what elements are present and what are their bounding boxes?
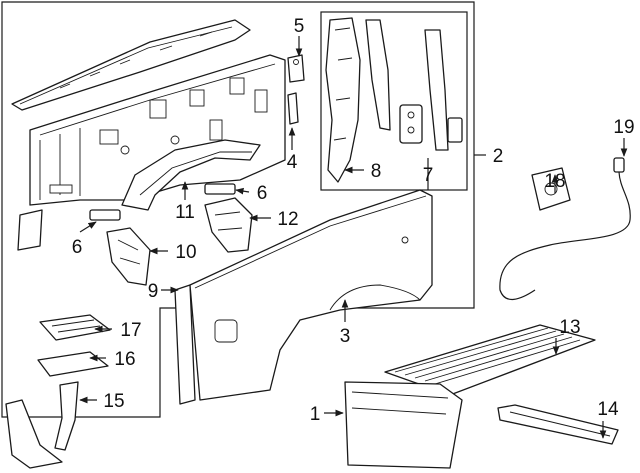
- pillar-8-part: [325, 17, 391, 183]
- callout-10: 10: [175, 242, 196, 263]
- bracket-15-part: [5, 381, 79, 469]
- callout-11: 11: [175, 202, 195, 223]
- assembly-2-frame: [1, 1, 475, 418]
- front-rail-part: [11, 19, 251, 111]
- bracket-18-part: [531, 167, 571, 211]
- callout-3: 3: [340, 326, 351, 347]
- callout-2: 2: [493, 146, 504, 167]
- bracket-10-part: [106, 227, 151, 286]
- side-trim-9-part: [174, 284, 196, 405]
- bracket-16-part: [37, 351, 109, 377]
- wheelhouse-11-part: [121, 139, 261, 211]
- callout-5: 5: [294, 16, 305, 37]
- tailgate-1-part: [344, 381, 463, 469]
- callout-4: 4: [287, 152, 298, 173]
- front-bed-panel-part: [29, 54, 286, 206]
- callout-17: 17: [120, 320, 141, 341]
- callout-6-upper: 6: [257, 183, 268, 204]
- callout-8: 8: [371, 161, 382, 182]
- wiring-harness-19-part: [499, 157, 631, 300]
- subassembly-7-frame: [320, 11, 468, 191]
- rear-sill-14-part: [497, 404, 619, 445]
- bracket-6-upper-part: [204, 183, 236, 195]
- bracket-5-part: [287, 54, 305, 83]
- insulator-pad-part: [17, 209, 43, 251]
- callout-9: 9: [148, 281, 159, 302]
- callout-19: 19: [613, 117, 634, 138]
- bracket-6-lower-part: [89, 209, 121, 221]
- callout-15: 15: [103, 391, 124, 412]
- subassembly-7-parts: [399, 29, 463, 151]
- callout-6-lower: 6: [72, 237, 83, 258]
- callout-7: 7: [423, 165, 434, 186]
- callout-1: 1: [310, 404, 321, 425]
- callout-18: 18: [544, 171, 565, 192]
- leader-6b: [79, 221, 97, 233]
- leader-6a: [235, 187, 250, 195]
- callout-13: 13: [559, 317, 580, 338]
- callout-14: 14: [597, 399, 619, 420]
- bracket-17-part: [39, 314, 111, 341]
- bracket-12-part: [204, 197, 253, 253]
- callout-16: 16: [114, 349, 135, 370]
- callout-12: 12: [277, 209, 298, 230]
- callout-leaders: [79, 36, 628, 439]
- clip-4-part: [287, 92, 299, 125]
- callout-labels: 1 2 3 4 5 6 6 7 8 9 10 11 12 13 14 15 16…: [72, 16, 635, 425]
- side-panel-3-part: [189, 189, 433, 401]
